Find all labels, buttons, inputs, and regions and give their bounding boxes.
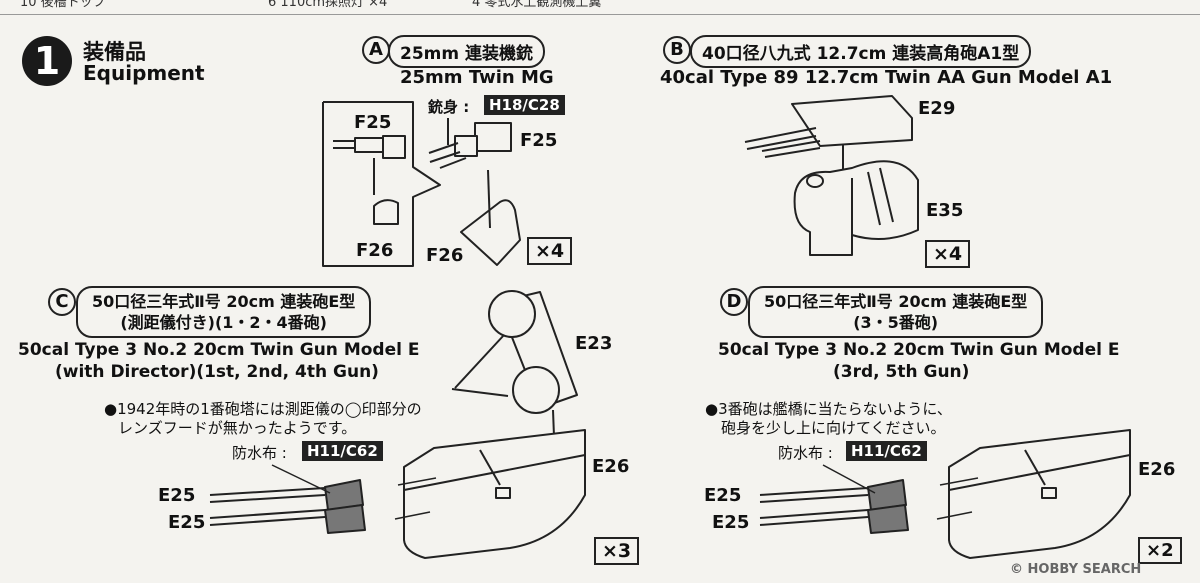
strip-item: 10 後檣トップ — [20, 0, 106, 10]
section-c-title-en-line1: 50cal Type 3 No.2 20cm Twin Gun Model E — [18, 340, 420, 360]
section-c-note-line2: レンズフードが無かったようです。 — [118, 419, 357, 437]
section-d-title-en-line2: (3rd, 5th Gun) — [833, 362, 970, 382]
watermark-text: HOBBY SEARCH — [1027, 562, 1142, 577]
section-b-quantity: ×4 — [925, 240, 971, 268]
section-a-inset-part-f25: F25 — [354, 112, 392, 133]
section-a-inset-part-f26: F26 — [356, 240, 394, 261]
section-c-title-jp: 50口径三年式Ⅱ号 20cm 連装砲E型 (測距儀付き)(1・2・4番砲) — [76, 286, 372, 338]
section-d-part-e26: E26 — [1138, 459, 1176, 480]
step-title-jp: 装備品 — [83, 40, 146, 64]
section-c-note-line1: ●1942年時の1番砲塔には測距儀の◯印部分の — [104, 400, 422, 418]
strip-item: 4 零式水上観測機上翼 — [472, 0, 602, 10]
section-b-mount — [793, 160, 919, 256]
section-c-turret — [403, 429, 586, 559]
section-b-part-e35: E35 — [926, 200, 964, 221]
previous-step-strip: 10 後檣トップ 6 110cm探照灯 ×4 4 零式水上観測機上翼 — [0, 0, 1200, 15]
section-d-title-en-line1: 50cal Type 3 No.2 20cm Twin Gun Model E — [718, 340, 1120, 360]
section-c-title-jp-line1: 50口径三年式Ⅱ号 20cm 連装砲E型 — [92, 292, 356, 311]
section-d-part-e25-top: E25 — [704, 485, 742, 506]
section-b-title-jp: 40口径八九式 12.7cm 連装高角砲A1型 — [690, 35, 1032, 68]
section-d-quantity: ×2 — [1138, 537, 1182, 564]
section-b-title-en: 40cal Type 89 12.7cm Twin AA Gun Model A… — [660, 67, 1113, 88]
section-c-letter: C — [48, 288, 76, 316]
section-d-note-line1: ●3番砲は艦橋に当たらないように、 — [705, 400, 952, 418]
section-a-part-f25: F25 — [520, 130, 558, 151]
section-c-part-e26: E26 — [592, 456, 630, 477]
section-a-inset-mount — [373, 199, 399, 225]
section-d-cloth-tag: H11/C62 — [846, 441, 927, 461]
watermark-logo-icon: © — [1010, 562, 1023, 577]
section-a-letter: A — [362, 36, 390, 64]
section-a-barrel-tag: H18/C28 — [484, 95, 565, 115]
section-d-title-jp: 50口径三年式Ⅱ号 20cm 連装砲E型 (3・5番砲) — [748, 286, 1044, 338]
section-c-title-jp-line2: (測距儀付き)(1・2・4番砲) — [120, 313, 327, 332]
section-a-gun — [428, 118, 512, 169]
section-a-mount — [460, 169, 521, 266]
section-d-part-e25-bottom: E25 — [712, 512, 750, 533]
section-c-part-e25-bottom: E25 — [168, 512, 206, 533]
section-a-inset-gun — [333, 135, 406, 195]
strip-item: 6 110cm探照灯 ×4 — [268, 0, 388, 10]
section-c-cloth-tag: H11/C62 — [302, 441, 383, 461]
section-d-title-jp-line1: 50口径三年式Ⅱ号 20cm 連装砲E型 — [764, 292, 1028, 311]
section-a-quantity: ×4 — [527, 237, 573, 265]
step-number-badge: 1 — [22, 36, 72, 86]
section-d-turret — [948, 429, 1131, 559]
section-b-gun — [744, 95, 913, 185]
section-a-part-f26: F26 — [426, 245, 464, 266]
section-a-barrel-label: 銃身 : — [428, 98, 470, 116]
section-d-barrels — [759, 479, 909, 534]
section-c-part-e23: E23 — [575, 333, 613, 354]
section-a-title-jp: 25mm 連装機銃 — [388, 35, 546, 68]
section-c-title-en-line2: (with Director)(1st, 2nd, 4th Gun) — [55, 362, 379, 382]
section-b-part-e29: E29 — [918, 98, 956, 119]
section-c-quantity: ×3 — [594, 537, 640, 565]
section-d-title-jp-line2: (3・5番砲) — [853, 313, 939, 332]
step-title-en: Equipment — [83, 61, 205, 85]
section-c-part-e25-top: E25 — [158, 485, 196, 506]
section-d-note-line2: 砲身を少し上に向けてください。 — [721, 419, 946, 437]
section-a-title-en: 25mm Twin MG — [400, 67, 554, 88]
section-d-cloth-label: 防水布 : — [778, 444, 833, 462]
section-c-barrels — [209, 479, 366, 534]
section-b-letter: B — [663, 36, 691, 64]
section-a-inset-box — [322, 101, 441, 267]
section-d-letter: D — [720, 288, 748, 316]
watermark: © HOBBY SEARCH — [1010, 562, 1141, 577]
section-c-cloth-label: 防水布 : — [232, 444, 287, 462]
section-c-director — [451, 290, 578, 464]
